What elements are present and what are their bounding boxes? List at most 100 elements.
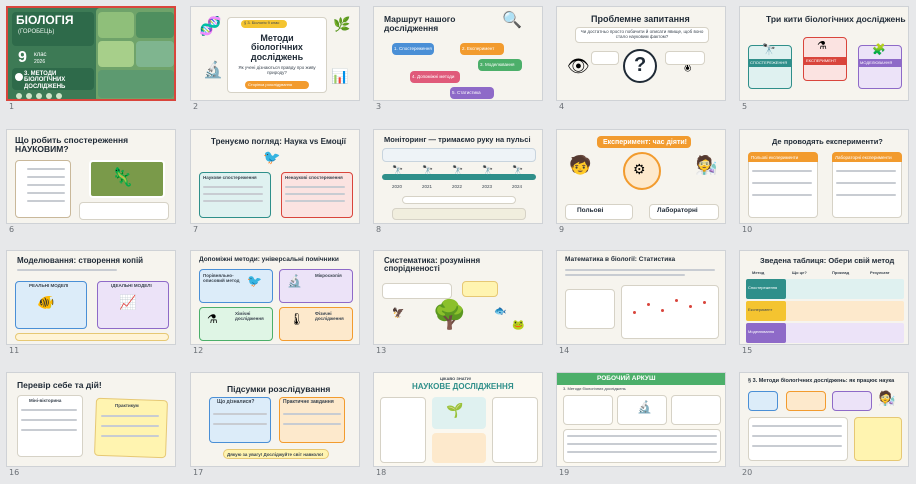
scientist-icon-2: 🧑‍🔬 <box>878 390 896 406</box>
slide-cell-15: Зведена таблиця: Обери свій метод Метод … <box>739 250 909 355</box>
slide5-card-1: СПОСТЕРЕЖЕННЯ <box>750 59 788 65</box>
slide16-left-heading: Міні-вікторина <box>29 398 62 403</box>
slide12-item-1: Порівняльно-описовий метод <box>203 273 240 284</box>
slide-number-3: 3 <box>376 102 382 111</box>
slide17-right-heading: Практичне завдання <box>283 399 334 405</box>
plant-icon: 🌱 <box>446 402 464 418</box>
slide-number-13: 13 <box>376 346 387 355</box>
slide15-row-3: Моделювання <box>748 329 775 334</box>
slide-thumbnail-12[interactable]: Допоміжні методи: універсальні помічники… <box>190 250 360 345</box>
slide-cell-20: § 3. Методи біологічних досліджень: як п… <box>739 372 909 477</box>
bird-icon-2: 🦅 <box>392 308 405 319</box>
slide-thumbnail-14[interactable]: Математика в біології: Статистика <box>556 250 726 345</box>
slide15-row-1: Спостереження <box>748 285 778 290</box>
cover-year: 2026 <box>34 59 46 65</box>
slide-cell-6: Що робить спостереження НАУКОВИМ? 🦎 6 <box>6 129 176 234</box>
slide3-step-2: 2. Експеримент <box>462 46 495 51</box>
thermometer-icon-2: 🌡 <box>289 312 305 326</box>
slide4-question: Чи достатньо просто побачити й описати я… <box>580 29 704 40</box>
slide12-title: Допоміжні методи: універсальні помічники <box>199 256 339 263</box>
slide-number-10: 10 <box>742 225 753 234</box>
slide20-title: § 3. Методи біологічних досліджень: як п… <box>748 378 895 384</box>
slide-thumbnail-13[interactable]: Систематика: розуміння спорідненості 🌳 🦅… <box>373 250 543 345</box>
slide5-card-2: ЕКСПЕРИМЕНТ <box>806 57 837 63</box>
children-icon: 🧒 <box>569 155 592 175</box>
slide3-step-1: 1. Спостереження <box>394 46 432 51</box>
slide15-col-4: Результат <box>870 270 890 275</box>
slide-number-18: 18 <box>376 468 387 477</box>
slide-number-4: 4 <box>559 102 565 111</box>
slide17-footer: Дякую за увагу! Досліджуйте світ навколо… <box>227 451 324 457</box>
slide-number-7: 7 <box>193 225 199 234</box>
slide18-subtitle: ЦІКАВО ЗНАТИ! <box>440 376 472 381</box>
slide-thumbnail-4[interactable]: Проблемне запитання Чи достатньо просто … <box>556 6 726 101</box>
slide18-title: НАУКОВЕ ДОСЛІДЖЕННЯ <box>412 382 514 391</box>
slide12-item-2: Мікроскопія <box>315 273 342 278</box>
slide-cell-8: Моніторинг — тримаємо руку на пульсі 🔭 🔭… <box>373 129 543 234</box>
slide16-right-heading: Практикум <box>115 403 139 408</box>
eye-icon: 👁 <box>567 56 590 76</box>
slide3-step-3: 3. Моделювання <box>480 62 515 67</box>
slide-thumbnail-1[interactable]: БІОЛОГІЯ (ГОРОБЕЦЬ) 9 клас 2026 3. МЕТОД… <box>6 6 176 101</box>
slide4-question-mark: ? <box>634 54 647 76</box>
microscope-icon-3: 🔬 <box>637 400 652 414</box>
cover-section-title: 3. МЕТОДИ БІОЛОГІЧНИХ ДОСЛІДЖЕНЬ <box>24 71 66 90</box>
slide3-step-5: 5. Статистика <box>452 90 481 95</box>
slide15-title: Зведена таблиця: Обери свій метод <box>760 256 895 265</box>
slide-number-12: 12 <box>193 346 204 355</box>
microscope-icon: 🔬 <box>203 62 223 79</box>
slide2-subtitle: Як учені дізнаються правду про живу прир… <box>238 65 316 76</box>
slide-thumbnail-3[interactable]: Маршрут нашого дослідження 🔍 1. Спостере… <box>373 6 543 101</box>
slide-thumbnail-18[interactable]: ЦІКАВО ЗНАТИ! НАУКОВЕ ДОСЛІДЖЕННЯ 🌱 <box>373 372 543 467</box>
slide-thumbnail-7[interactable]: Тренуємо погляд: Наука vs Емоції 🐦 Науко… <box>190 129 360 224</box>
slide-thumbnail-16[interactable]: Перевір себе та дій! Міні-вікторина Прак… <box>6 372 176 467</box>
cover-grade-number: 9 <box>18 49 27 66</box>
slide-thumbnail-2[interactable]: 🧬 🔬 🌿 📊 § 3. Біологія 9 клас Методи біол… <box>190 6 360 101</box>
slide7-title: Тренуємо погляд: Наука vs Емоції <box>211 137 347 146</box>
slide-thumbnail-19[interactable]: РОБОЧИЙ АРКУШ 3. Методи біологічних досл… <box>556 372 726 467</box>
slide-number-6: 6 <box>9 225 15 234</box>
formula-icon: 📈 <box>119 294 137 310</box>
slide16-title: Перевір себе та дій! <box>17 380 102 390</box>
slide-cell-18: ЦІКАВО ЗНАТИ! НАУКОВЕ ДОСЛІДЖЕННЯ 🌱 18 <box>373 372 543 477</box>
slide-thumbnail-20[interactable]: § 3. Методи біологічних досліджень: як п… <box>739 372 909 467</box>
slide-thumbnail-17[interactable]: Підсумки розслідування Що дізналися? Пра… <box>190 372 360 467</box>
slide8-year-2020: 2020 <box>392 184 403 189</box>
slide-number-20: 20 <box>742 468 753 477</box>
cover-subtitle: (ГОРОБЕЦЬ) <box>18 29 55 35</box>
slide-number-1: 1 <box>9 102 15 111</box>
slide-number-14: 14 <box>559 346 570 355</box>
slide10-right-heading: Лабораторні експерименти <box>835 154 892 160</box>
slide9-left: Польові <box>577 207 604 214</box>
slide-thumbnail-15[interactable]: Зведена таблиця: Обери свій метод Метод … <box>739 250 909 345</box>
slide-thumbnail-10[interactable]: Де проводять експерименти? Польові експе… <box>739 129 909 224</box>
slide11-left-heading: РЕАЛЬНІ МОДЕЛІ <box>29 283 69 288</box>
slide15-col-1: Метод <box>752 270 765 275</box>
binoculars-icon-1: 🔭 <box>392 165 404 175</box>
slide-cell-13: Систематика: розуміння спорідненості 🌳 🦅… <box>373 250 543 355</box>
slide-thumbnail-5[interactable]: Три кити біологічних досліджень СПОСТЕРЕ… <box>739 6 909 101</box>
slide-thumbnail-6[interactable]: Що робить спостереження НАУКОВИМ? 🦎 <box>6 129 176 224</box>
slide-cell-10: Де проводять експерименти? Польові експе… <box>739 129 909 234</box>
slide-thumbnail-8[interactable]: Моніторинг — тримаємо руку на пульсі 🔭 🔭… <box>373 129 543 224</box>
slide-cell-5: Три кити біологічних досліджень СПОСТЕРЕ… <box>739 6 909 111</box>
slide-number-9: 9 <box>559 225 565 234</box>
slide-number-8: 8 <box>376 225 382 234</box>
slide-number-17: 17 <box>193 468 204 477</box>
slide12-item-4: Фізичні дослідження <box>315 311 344 322</box>
slide-cell-12: Допоміжні методи: універсальні помічники… <box>190 250 360 355</box>
slide-thumbnail-11[interactable]: Моделювання: створення копій РЕАЛЬНІ МОД… <box>6 250 176 345</box>
frog-icon: 🐸 <box>512 320 525 331</box>
slide7-right-heading: Ненаукові спостереження <box>285 175 343 180</box>
slide13-title: Систематика: розуміння спорідненості <box>384 256 481 274</box>
slide6-title: Що робить спостереження НАУКОВИМ? <box>15 135 129 154</box>
slide-thumbnail-9[interactable]: Експеримент: час діяти! 🧒 ⚙ 🧑‍🔬 Польові … <box>556 129 726 224</box>
model-icon: 🧩 <box>872 44 886 56</box>
slide-cell-14: Математика в біології: Статистика 14 <box>556 250 726 355</box>
slide3-step-4: 4. Допоміжні методи <box>412 74 455 79</box>
slide-number-2: 2 <box>193 102 199 111</box>
bird-icon: 🐦 <box>263 149 281 165</box>
slide17-left-heading: Що дізналися? <box>217 399 255 405</box>
slide-cell-1: БІОЛОГІЯ (ГОРОБЕЦЬ) 9 клас 2026 3. МЕТОД… <box>6 6 176 111</box>
gear-icon: ⚙ <box>633 161 646 177</box>
